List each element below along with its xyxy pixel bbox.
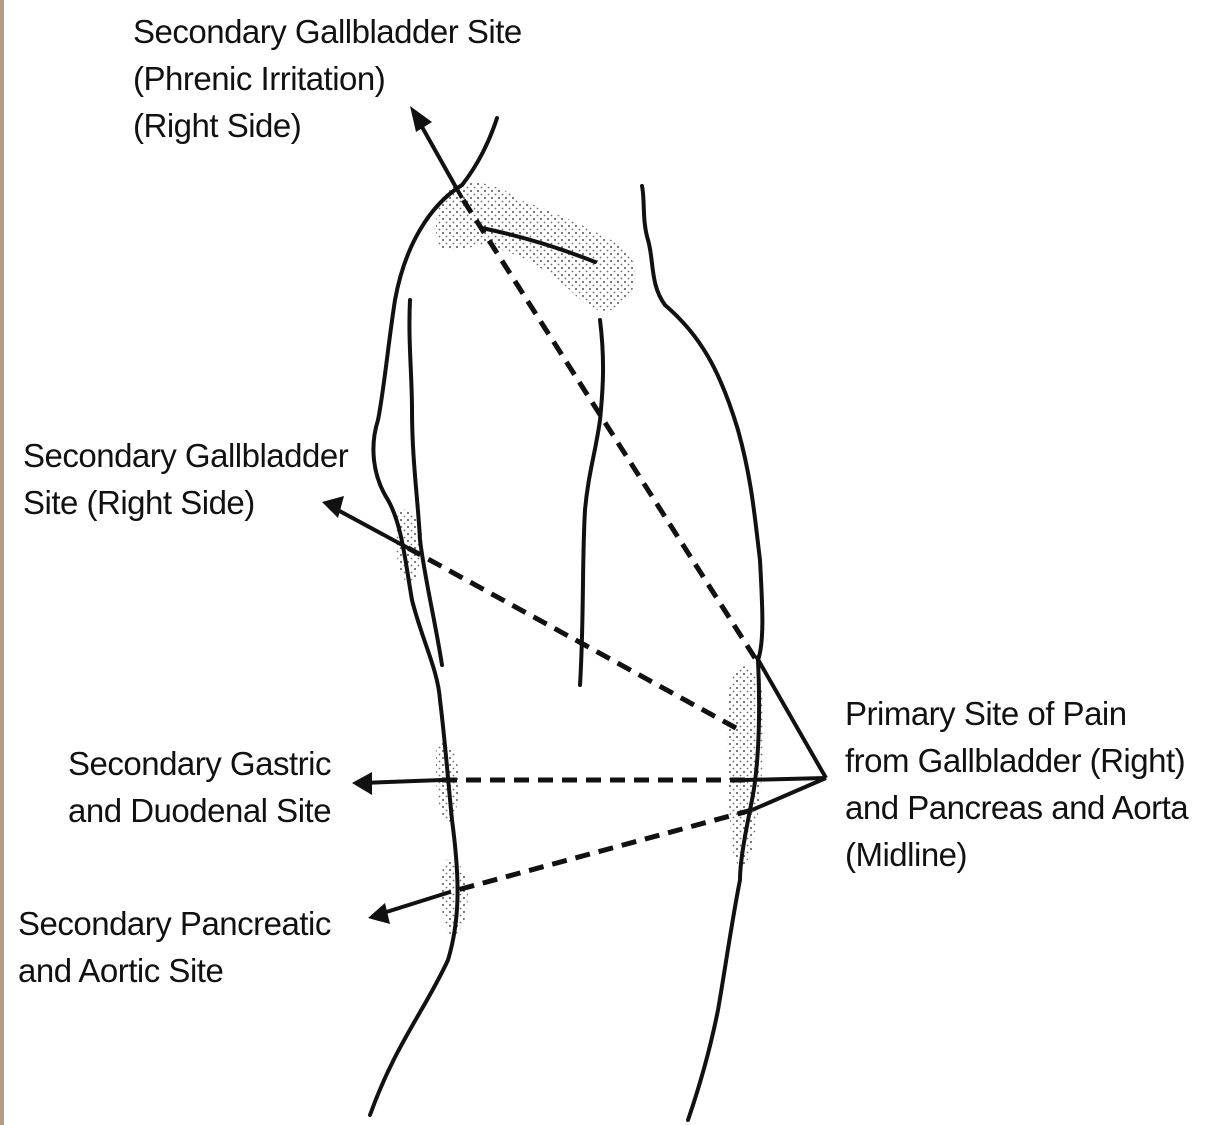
label-pancreatic-site: Secondary Pancreatic and Aortic Site bbox=[18, 900, 331, 994]
left-torso-outline bbox=[370, 185, 462, 1115]
dashed-line-to-flank bbox=[408, 548, 736, 728]
label-primary-line1: Primary Site of Pain bbox=[845, 690, 1188, 737]
label-gallbladder-side-line2: Site (Right Side) bbox=[23, 479, 348, 526]
primary-pointer-middle bbox=[745, 778, 826, 780]
arrowhead-pancreatic-icon bbox=[368, 903, 390, 924]
right-torso-outline bbox=[642, 186, 762, 1120]
label-primary-line4: (Midline) bbox=[845, 831, 1188, 878]
primary-pointer-lower bbox=[752, 778, 826, 810]
label-gallbladder-side-line1: Secondary Gallbladder bbox=[23, 432, 348, 479]
label-phrenic-line2: (Phrenic Irritation) bbox=[133, 55, 522, 102]
arrow-line-pancreatic bbox=[380, 892, 450, 914]
label-primary-line3: and Pancreas and Aorta bbox=[845, 784, 1188, 831]
arrow-line-gastric bbox=[362, 780, 442, 783]
label-phrenic-site: Secondary Gallbladder Site (Phrenic Irri… bbox=[133, 8, 522, 149]
referral-dashed-lines bbox=[408, 198, 755, 892]
dashed-line-to-pancreatic bbox=[450, 810, 752, 892]
label-pancreatic-line2: and Aortic Site bbox=[18, 947, 331, 994]
arrowhead-gastric-icon bbox=[352, 772, 372, 795]
label-primary-line2: from Gallbladder (Right) bbox=[845, 737, 1188, 784]
label-gallbladder-side-site: Secondary Gallbladder Site (Right Side) bbox=[23, 432, 348, 526]
label-phrenic-line1: Secondary Gallbladder Site bbox=[133, 8, 522, 55]
label-pancreatic-line1: Secondary Pancreatic bbox=[18, 900, 331, 947]
primary-pointer-upper bbox=[756, 656, 826, 778]
label-gastric-site: Secondary Gastric and Duodenal Site bbox=[68, 740, 331, 834]
label-primary-site: Primary Site of Pain from Gallbladder (R… bbox=[845, 690, 1188, 878]
label-gastric-line2: and Duodenal Site bbox=[68, 787, 331, 834]
chest-inner-line bbox=[580, 320, 603, 685]
label-phrenic-line3: (Right Side) bbox=[133, 102, 522, 149]
label-gastric-line1: Secondary Gastric bbox=[68, 740, 331, 787]
